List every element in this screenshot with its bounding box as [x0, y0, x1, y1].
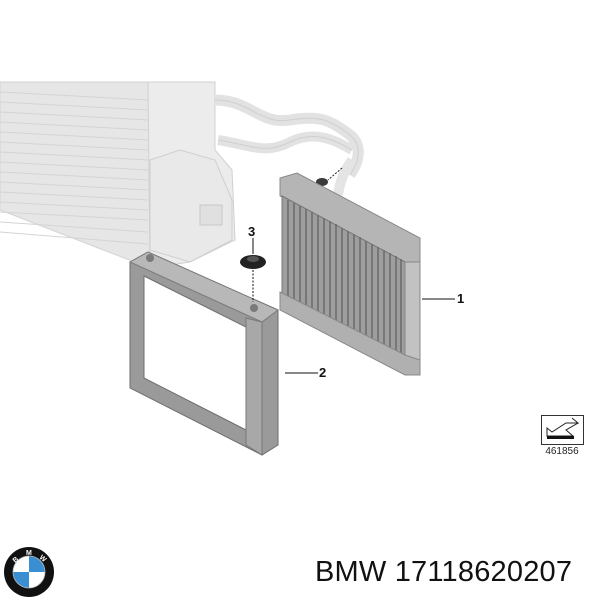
reference-box: [541, 415, 584, 445]
callout-3: 3: [248, 224, 256, 239]
grommet: [240, 255, 266, 269]
svg-text:B: B: [12, 556, 20, 565]
callout-1: 1: [457, 291, 465, 306]
heater-core: [279, 172, 421, 376]
svg-text:W: W: [38, 554, 48, 564]
reference-number: 461856: [545, 446, 579, 457]
hose-fitting: [316, 178, 328, 186]
connector-dash: [327, 167, 343, 181]
callout-2: 2: [319, 365, 327, 380]
heater-core-frame: [128, 251, 279, 456]
radiator-ghost: [0, 81, 364, 269]
bmw-logo-icon: B M W: [4, 547, 54, 597]
svg-text:M: M: [26, 550, 32, 557]
part-title: BMW 17118620207: [315, 556, 573, 588]
